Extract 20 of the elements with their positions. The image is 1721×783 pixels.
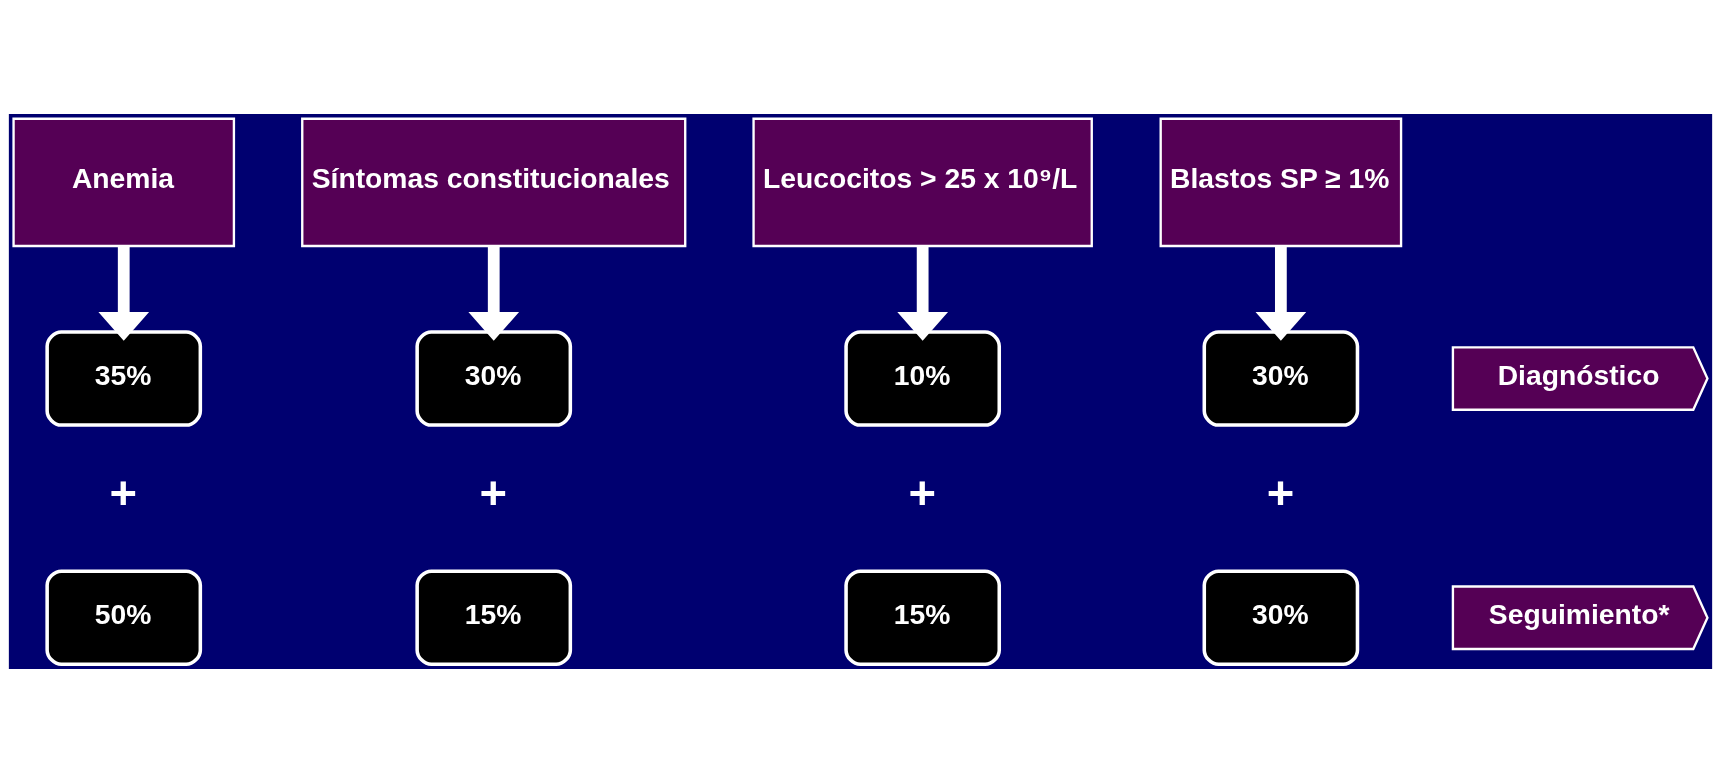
- node-box: 35%: [45, 330, 203, 427]
- node-box: 30%: [415, 330, 573, 427]
- node-box: Leucocitos > 25 x 10⁹/L: [752, 117, 1093, 248]
- arrow: [1255, 246, 1307, 341]
- arrow: [468, 246, 520, 341]
- label: +: [109, 465, 138, 519]
- node-box: 30%: [1202, 569, 1360, 667]
- arrow: [897, 246, 948, 341]
- node-box: Síntomas constitucionales: [301, 117, 687, 248]
- node-box: 15%: [844, 569, 1001, 667]
- node-box: 30%: [1202, 330, 1360, 427]
- node-box: Blastos SP ≥ 1%: [1159, 117, 1403, 248]
- node-box: 10%: [844, 330, 1001, 427]
- label: +: [479, 465, 508, 519]
- node-box: 50%: [45, 569, 203, 667]
- label: +: [908, 465, 937, 519]
- label: +: [1266, 465, 1295, 519]
- arrow: [98, 246, 150, 341]
- node-box: 15%: [415, 569, 573, 667]
- node-box: Anemia: [12, 117, 236, 248]
